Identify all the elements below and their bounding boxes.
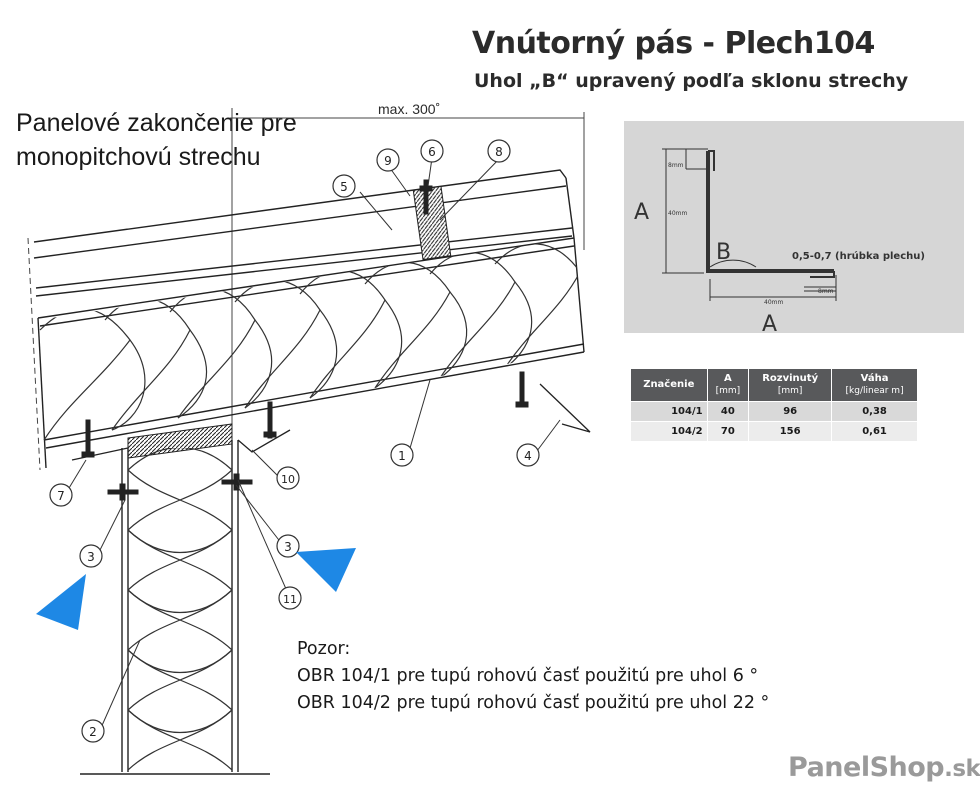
callout-11-label: 11 [283,593,297,606]
page-title: Vnútorný pás - Plech104 [472,26,875,61]
brand-name: PanelShop [788,752,945,783]
profile-diagram: A A B 8mm 40mm 40mm 8mm 0,5-0,7 (hrúbka … [624,121,964,333]
table-header-row: Značenie A[mm] Rozvinutý[mm] Váha[kg/lin… [631,369,918,402]
wall-panel [80,440,270,775]
notes-line2: OBR 104/2 pre tupú rohovú časť použitú p… [297,693,770,713]
max-dimension-label: max. 300˚ [378,101,441,117]
profile-dim-40mm-horizontal: 40mm [764,299,783,306]
wall-top-seal [127,423,233,459]
callout-7 [49,483,73,507]
notes-block: Pozor: OBR 104/1 pre tupú rohovú časť po… [297,636,897,717]
table-row: 104/1 40 96 0,38 [631,401,918,422]
roof-insulation [39,243,581,441]
callout-1-label: 1 [398,449,406,463]
table-header-a: A[mm] [707,369,750,402]
table-cell-weight: 0,38 [831,401,918,422]
callout-labels: 1 2 3 3 4 5 6 7 8 9 10 11 [57,145,532,739]
profile-label-a-vertical: A [634,200,649,225]
callout-8 [487,139,511,163]
section-heading-line1: Panelové zakončenie pre [16,109,297,137]
callout-3b [276,534,300,558]
axis-line [27,237,41,471]
table-cell-unfolded: 156 [748,421,833,441]
section-heading-line2: monopitchovú strechu [16,143,261,171]
leader-lines [65,157,561,731]
table-header-weight: Váha[kg/linear m] [831,369,918,402]
pointer-arrow-left-icon [36,574,86,630]
profile-label-b: B [716,240,731,265]
spec-table: Značenie A[mm] Rozvinutý[mm] Váha[kg/lin… [631,369,918,441]
callout-4 [516,443,540,467]
profile-dim-40mm-vertical: 40mm [668,210,687,217]
profile-thickness: 0,5-0,7 (hrúbka plechu) [792,250,925,262]
callout-6 [420,139,444,163]
callout-3a-label: 3 [87,550,95,564]
notes-line1: OBR 104/1 pre tupú rohovú časť použitú p… [297,666,759,686]
callout-2-label: 2 [89,725,97,739]
brand-tld: .sk [944,756,980,782]
callout-3b-label: 3 [284,540,292,554]
callout-5 [332,174,356,198]
callout-11 [278,586,302,610]
callout-7-label: 7 [57,489,65,503]
sheet-profile [706,151,834,273]
table-cell-weight: 0,61 [831,421,918,441]
profile-label-a-horizontal: A [762,312,777,333]
page-subtitle: Uhol „B“ upravený podľa sklonu strechy [474,70,909,92]
callout-2 [81,719,105,743]
section-heading: Panelové zakončenie pre monopitchovú str… [16,106,376,174]
callout-10 [276,466,300,490]
profile-dim-8mm-top: 8mm [668,162,684,169]
flashing-profiles [71,383,591,461]
timber-block [412,185,452,261]
callout-9 [376,148,400,172]
callout-1 [390,443,414,467]
callout-10-label: 10 [281,473,295,486]
pointer-arrow-right-icon [296,548,356,592]
notes-heading: Pozor: [297,639,351,659]
profile-drawing: A A B 8mm 40mm 40mm 8mm 0,5-0,7 (hrúbka … [634,148,925,333]
callout-3a [79,544,103,568]
screws [81,179,529,501]
callout-8-label: 8 [495,145,503,159]
table-cell-mark: 104/1 [631,401,708,422]
table-cell-a: 40 [707,401,750,422]
table-cell-a: 70 [707,421,750,441]
brand-watermark: PanelShop.sk [788,752,980,783]
table-header-unfolded: Rozvinutý[mm] [748,369,833,402]
callout-5-label: 5 [340,180,348,194]
table-row: 104/2 70 156 0,61 [631,421,918,441]
callout-9-label: 9 [384,154,392,168]
table-header-mark: Značenie [631,369,708,402]
callout-4-label: 4 [524,449,532,463]
callout-6-label: 6 [428,145,436,159]
profile-dim-8mm-bottom: 8mm [818,288,834,295]
table-cell-mark: 104/2 [631,421,708,441]
callout-circles [49,139,540,743]
wall-insulation [128,448,232,770]
table-cell-unfolded: 96 [748,401,833,422]
